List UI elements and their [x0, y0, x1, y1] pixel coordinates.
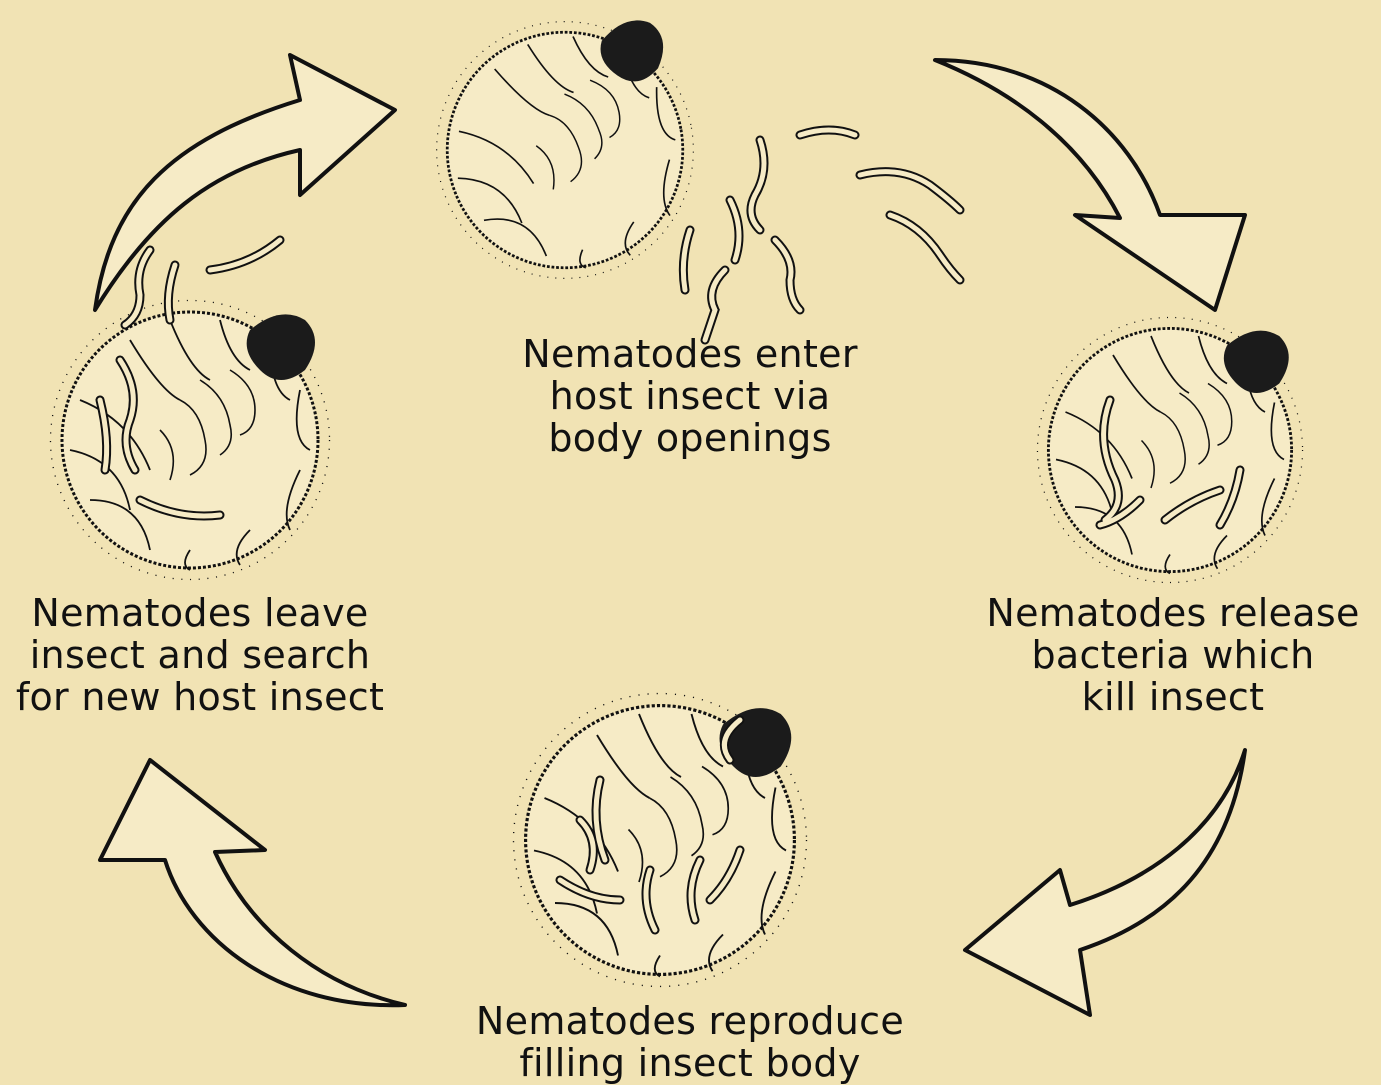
caption-line: host insect via — [470, 375, 910, 417]
caption-line: Nematodes leave — [0, 592, 400, 634]
caption-line: Nematodes reproduce — [430, 1000, 950, 1042]
caption-line: Nematodes release — [965, 592, 1381, 634]
grub-insect-icon — [50, 300, 329, 579]
grub-insect-icon — [1037, 317, 1302, 582]
caption-line: Nematodes enter — [470, 333, 910, 375]
caption-enter: Nematodes enter host insect via body ope… — [470, 333, 910, 459]
caption-line: insect and search — [0, 634, 400, 676]
caption-release: Nematodes release bacteria which kill in… — [965, 592, 1381, 718]
caption-line: bacteria which — [965, 634, 1381, 676]
grub-insect-icon — [416, 1, 713, 298]
caption-line: body openings — [470, 417, 910, 459]
grub-insect-icon — [514, 694, 807, 987]
cycle-arrow-icon — [965, 750, 1245, 1015]
cycle-arrow-icon — [935, 60, 1245, 310]
caption-reproduce: Nematodes reproduce filling insect body — [430, 1000, 950, 1084]
caption-line: kill insect — [965, 676, 1381, 718]
cycle-arrow-icon — [100, 760, 405, 1005]
caption-line: filling insect body — [430, 1042, 950, 1084]
caption-line: for new host insect — [0, 676, 400, 718]
caption-leave: Nematodes leave insect and search for ne… — [0, 592, 400, 718]
